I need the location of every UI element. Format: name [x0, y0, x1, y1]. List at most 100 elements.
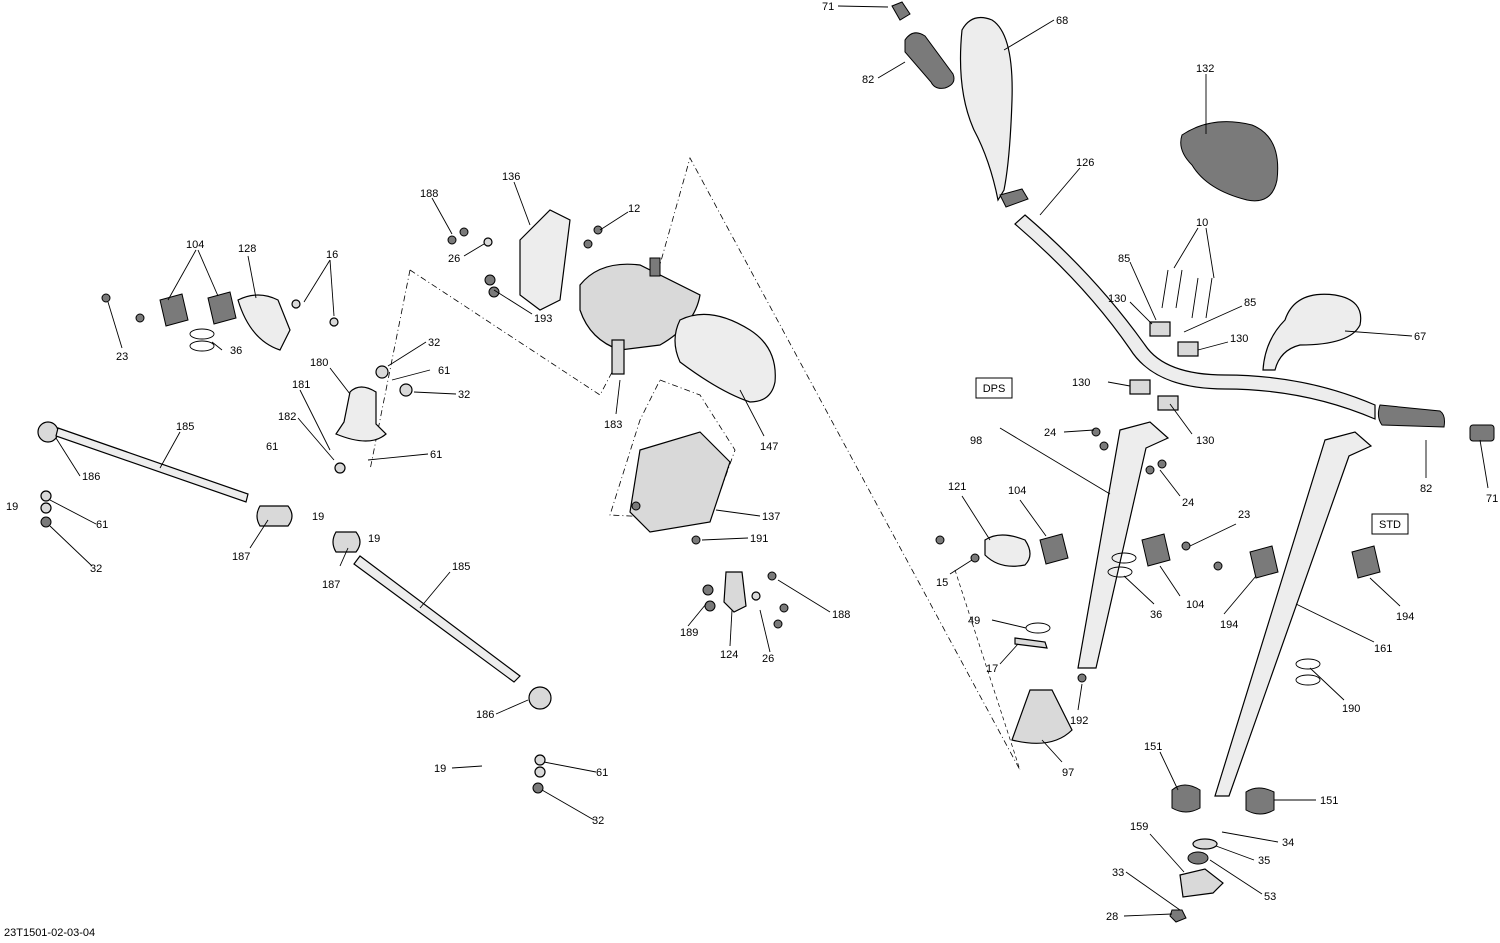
- tie-rod-end: [37, 421, 59, 443]
- callout: 181: [292, 379, 310, 391]
- power-steering-assembly: [447, 209, 789, 629]
- callout: 32: [90, 563, 102, 575]
- bushing: [207, 291, 237, 325]
- callout: 26: [762, 653, 774, 665]
- callout: 35: [1258, 855, 1270, 867]
- callout: 85: [1244, 297, 1256, 309]
- callout: 97: [1062, 767, 1074, 779]
- support-bracket: [984, 534, 1031, 567]
- callout: 36: [230, 345, 242, 357]
- grip-left: [904, 32, 955, 89]
- tie-rod-end: [528, 686, 552, 710]
- callout: 132: [1196, 63, 1214, 75]
- callout: 180: [310, 357, 328, 369]
- boot: [1011, 689, 1073, 744]
- leader-lines: [49, 5, 1489, 917]
- mounting-bracket: [519, 209, 571, 311]
- callout: 49: [968, 615, 980, 627]
- callout: 61: [266, 441, 278, 453]
- callout: 10: [1196, 217, 1208, 229]
- callout: 85: [1118, 253, 1130, 265]
- callout: 194: [1220, 619, 1238, 631]
- callout: 23: [1238, 509, 1250, 521]
- callout: 104: [1186, 599, 1204, 611]
- callout: 61: [596, 767, 608, 779]
- callout: 130: [1230, 333, 1248, 345]
- callout: 147: [760, 441, 778, 453]
- callout: 61: [438, 365, 450, 377]
- bushing: [159, 293, 189, 327]
- dps-motor: [674, 313, 776, 403]
- bushing: [1249, 545, 1279, 579]
- callout: 32: [592, 815, 604, 827]
- callout: 36: [1150, 609, 1162, 621]
- pivot-arm: [335, 386, 387, 442]
- callout: 130: [1072, 377, 1090, 389]
- callout: 23: [116, 351, 128, 363]
- callout: 34: [1282, 837, 1294, 849]
- callout: 71: [822, 1, 834, 13]
- callout: 188: [832, 609, 850, 621]
- std-tag: STD: [1379, 519, 1401, 531]
- callout: 182: [278, 411, 296, 423]
- callout: 191: [750, 533, 768, 545]
- callout: 61: [96, 519, 108, 531]
- clamp: [1149, 321, 1171, 337]
- callout: 186: [82, 471, 100, 483]
- callout: 185: [176, 421, 194, 433]
- clamp: [1129, 379, 1151, 395]
- callout: 130: [1196, 435, 1214, 447]
- bushing: [1351, 545, 1381, 579]
- callout: 189: [680, 627, 698, 639]
- dps-tag: DPS: [983, 383, 1006, 395]
- callout: 137: [762, 511, 780, 523]
- callout: 187: [322, 579, 340, 591]
- callout: 124: [720, 649, 738, 661]
- callout: 71: [1486, 493, 1498, 505]
- callout: 12: [628, 203, 640, 215]
- grip-right: [1377, 404, 1445, 428]
- callout: 19: [6, 501, 18, 513]
- callout: 19: [368, 533, 380, 545]
- steering-column-dps: [1077, 421, 1170, 669]
- callout: 98: [970, 435, 982, 447]
- callout: 187: [232, 551, 250, 563]
- clamp: [1177, 341, 1199, 357]
- callout: 186: [476, 709, 494, 721]
- clamp: [1157, 395, 1179, 411]
- steering-column-std: [1214, 431, 1373, 797]
- callout: 26: [448, 253, 460, 265]
- callout: 32: [458, 389, 470, 401]
- callout: 68: [1056, 15, 1068, 27]
- callout: 32: [428, 337, 440, 349]
- tie-rod-assembly: [37, 291, 552, 794]
- callout: 67: [1414, 331, 1426, 343]
- callout: 130: [1108, 293, 1126, 305]
- callout: 24: [1182, 497, 1194, 509]
- bushing-lower: [1245, 787, 1275, 815]
- bushing-lower: [1171, 784, 1201, 813]
- callout: 53: [1264, 891, 1276, 903]
- callout: 33: [1112, 867, 1124, 879]
- callout: 61: [430, 449, 442, 461]
- std-tag-box: [1371, 513, 1409, 535]
- mirror-right: [1262, 293, 1362, 371]
- callout: 194: [1396, 611, 1414, 623]
- callout: 104: [186, 239, 204, 251]
- callout: 24: [1044, 427, 1056, 439]
- output-shaft: [611, 339, 625, 375]
- bar-end-plug-right: [1469, 424, 1495, 442]
- callout: 128: [238, 243, 256, 255]
- heat-shield: [629, 431, 731, 533]
- callout: 15: [936, 577, 948, 589]
- callout: 188: [420, 188, 438, 200]
- tie-rod: [353, 555, 521, 683]
- callout: 104: [1008, 485, 1026, 497]
- tie-rod: [55, 427, 249, 503]
- callout: 136: [502, 171, 520, 183]
- callout: 161: [1374, 643, 1392, 655]
- tie-rod-end-inner: [256, 505, 293, 527]
- callout: 82: [862, 74, 874, 86]
- callout: 190: [1342, 703, 1360, 715]
